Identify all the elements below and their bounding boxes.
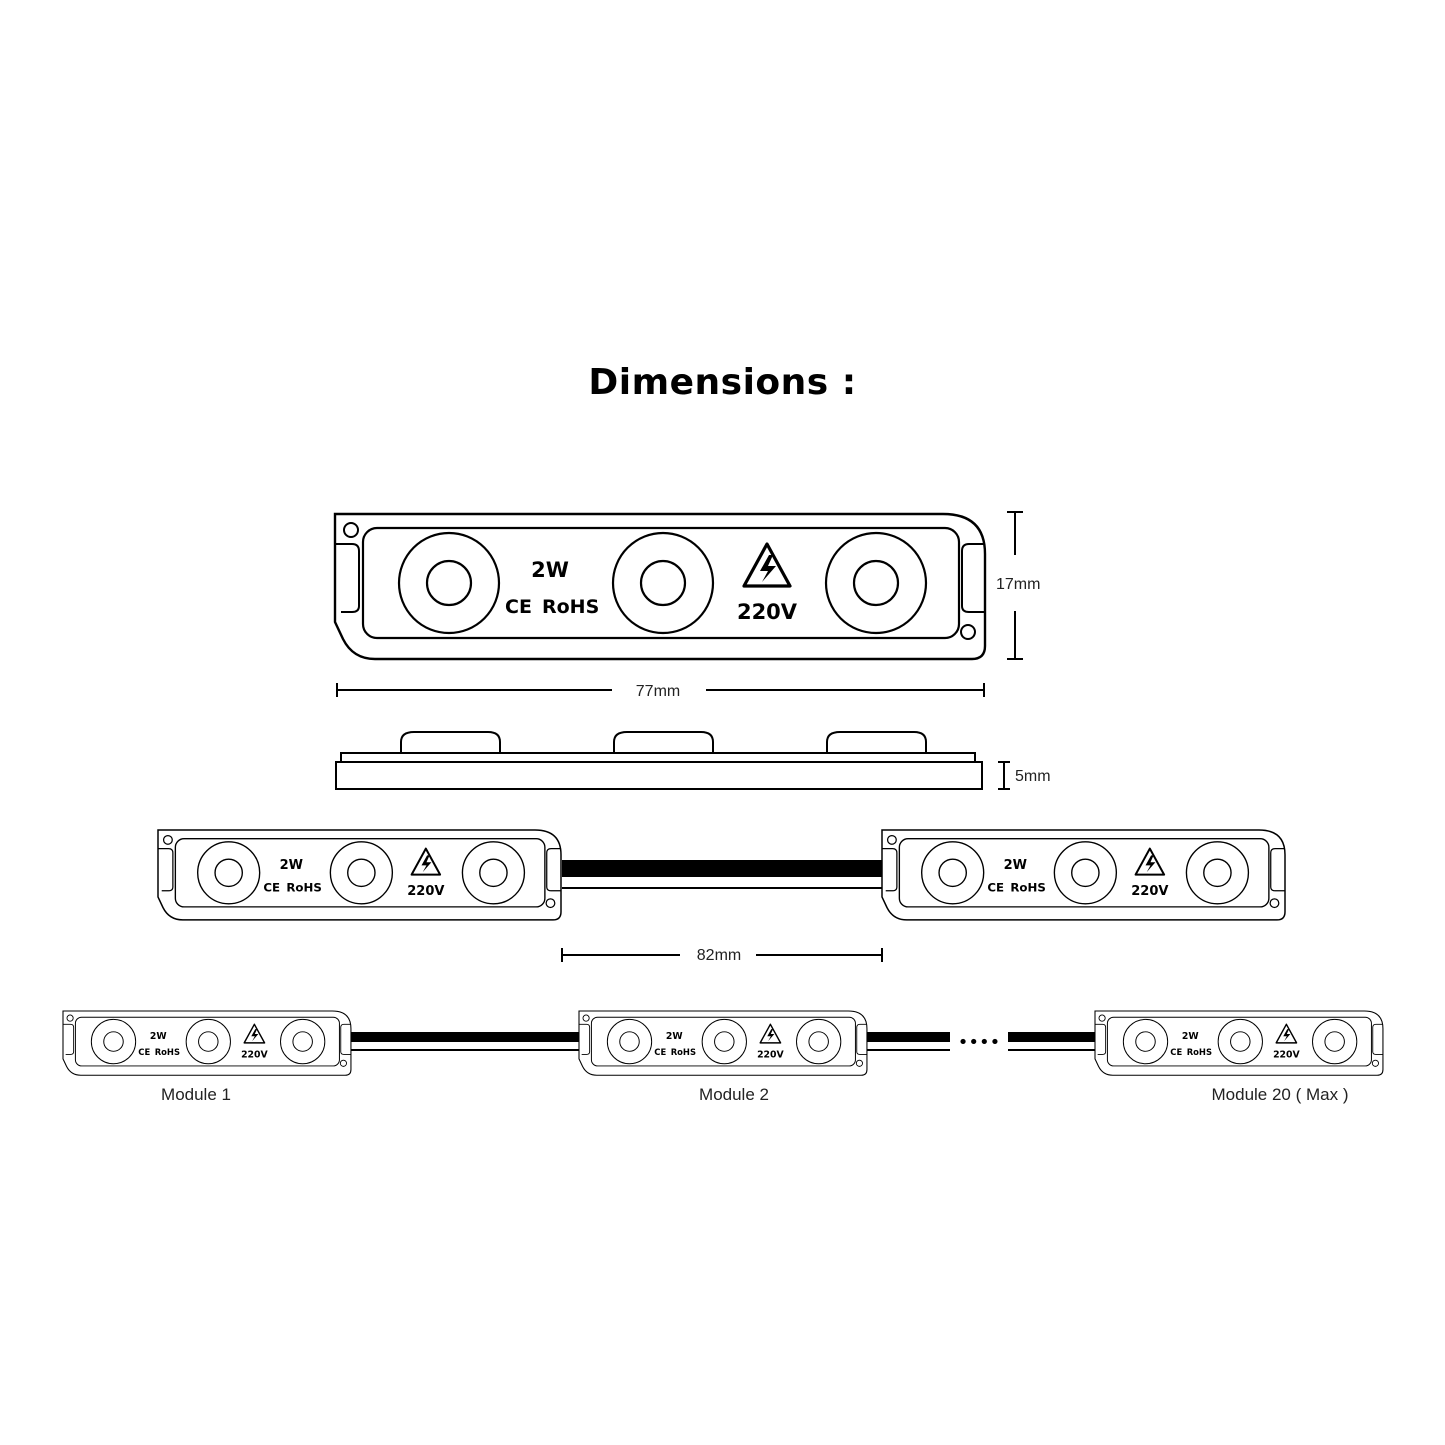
power-label: 2W [531, 558, 569, 582]
module-side-view [335, 731, 983, 790]
voltage-label: 220V [737, 600, 798, 624]
svg-text:220V: 220V [407, 884, 445, 899]
module-2-label: Module 2 [699, 1085, 769, 1104]
thickness-label: 5mm [1015, 768, 1051, 785]
svg-text:CE: CE [654, 1047, 666, 1057]
svg-text:220V: 220V [241, 1050, 268, 1061]
chain-module-1: 2W CE RoHS 220V [62, 1010, 352, 1076]
svg-text:2W: 2W [280, 858, 303, 873]
width-dimension [336, 683, 985, 697]
chain-ellipsis: •••• [958, 1032, 1000, 1053]
module-1-label: Module 1 [161, 1085, 231, 1104]
rohs-mark: RoHS [542, 596, 599, 618]
wire-pair [562, 860, 882, 889]
svg-text:RoHS: RoHS [1187, 1047, 1212, 1057]
svg-text:RoHS: RoHS [1010, 880, 1045, 894]
spacing-label: 82mm [697, 947, 741, 964]
width-label: 77mm [636, 683, 680, 700]
svg-text:220V: 220V [757, 1050, 784, 1061]
spacing-dimension [561, 948, 883, 962]
ce-mark: CE [505, 596, 532, 618]
svg-text:2W: 2W [1182, 1031, 1199, 1042]
thickness-dimension [998, 761, 1010, 790]
svg-text:2W: 2W [150, 1031, 167, 1042]
svg-text:RoHS: RoHS [286, 880, 321, 894]
chain-module-2: 2W CE RoHS 220V [578, 1010, 868, 1076]
module-20-label: Module 20 ( Max ) [1212, 1085, 1349, 1104]
svg-text:CE: CE [138, 1047, 150, 1057]
svg-text:RoHS: RoHS [671, 1047, 696, 1057]
svg-text:2W: 2W [1004, 858, 1027, 873]
module-top-view: 2W CE RoHS 220V [333, 512, 987, 661]
svg-text:CE: CE [987, 880, 1004, 894]
height-label: 17mm [996, 576, 1040, 593]
svg-text:220V: 220V [1131, 884, 1169, 899]
height-dimension [1007, 511, 1023, 660]
svg-text:CE: CE [1170, 1047, 1182, 1057]
module-a: 2W CE RoHS 220V [157, 829, 562, 921]
svg-text:220V: 220V [1273, 1050, 1300, 1061]
svg-text:2W: 2W [666, 1031, 683, 1042]
page-title: Dimensions : [588, 362, 857, 403]
svg-text:RoHS: RoHS [155, 1047, 180, 1057]
chain-module-20: 2W CE RoHS 220V [1094, 1010, 1384, 1076]
svg-text:CE: CE [263, 880, 280, 894]
chain-wires [350, 1032, 1095, 1051]
module-b: 2W CE RoHS 220V [881, 829, 1286, 921]
